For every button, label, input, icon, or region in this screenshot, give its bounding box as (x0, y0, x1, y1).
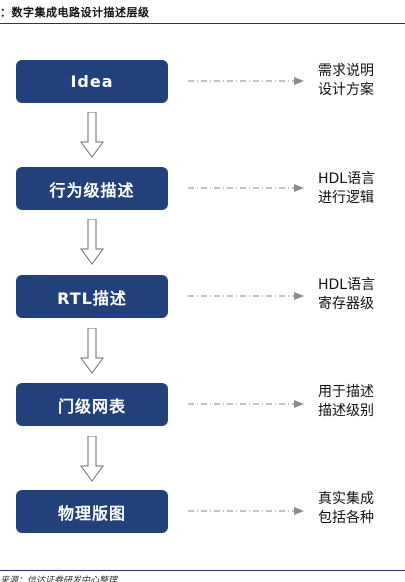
dash-arrow-icon (188, 77, 304, 85)
dash-arrow-icon (188, 184, 304, 192)
source-note: 来源：信达证券研发中心整理 (0, 576, 118, 582)
description-line: 需求说明 (318, 63, 374, 79)
top-rule (0, 23, 405, 24)
level-box-behavioral: 行为级描述 (16, 167, 168, 210)
level-label: 行为级描述 (49, 180, 135, 200)
description-line: 进行逻辑 (318, 190, 374, 206)
dash-arrow-icon (188, 507, 304, 515)
level-description: HDL语言 寄存器级 (318, 276, 405, 314)
level-box-idea: Idea (16, 60, 168, 103)
description-line: HDL语言 (318, 277, 376, 293)
bottom-rule (0, 570, 405, 571)
dash-arrow-icon (188, 400, 304, 408)
level-description: 用于描述 描述级别 (318, 383, 405, 421)
level-box-gate-netlist: 门级网表 (16, 383, 168, 426)
level-box-rtl: RTL描述 (16, 275, 168, 318)
down-arrow-icon (80, 328, 104, 374)
level-description: 真实集成 包括各种 (318, 490, 405, 528)
level-description: 需求说明 设计方案 (318, 62, 405, 100)
description-line: HDL语言 (318, 171, 376, 187)
down-arrow-icon (80, 219, 104, 265)
level-label: RTL描述 (57, 288, 127, 308)
level-label: Idea (70, 72, 114, 91)
down-arrow-icon (80, 436, 104, 482)
description-line: 设计方案 (318, 82, 374, 98)
dash-arrow-icon (188, 292, 304, 300)
description-line: 描述级别 (318, 403, 374, 419)
description-line: 包括各种 (318, 510, 374, 526)
down-arrow-icon (80, 112, 104, 158)
level-description: HDL语言 进行逻辑 (318, 170, 405, 208)
level-label: 物理版图 (57, 503, 126, 523)
description-line: 真实集成 (318, 491, 374, 507)
figure-title: ：数字集成电路设计描述层级 (0, 6, 150, 19)
description-line: 用于描述 (318, 384, 374, 400)
level-label: 门级网表 (57, 396, 126, 416)
level-box-physical-layout: 物理版图 (16, 490, 168, 533)
description-line: 寄存器级 (318, 296, 374, 312)
